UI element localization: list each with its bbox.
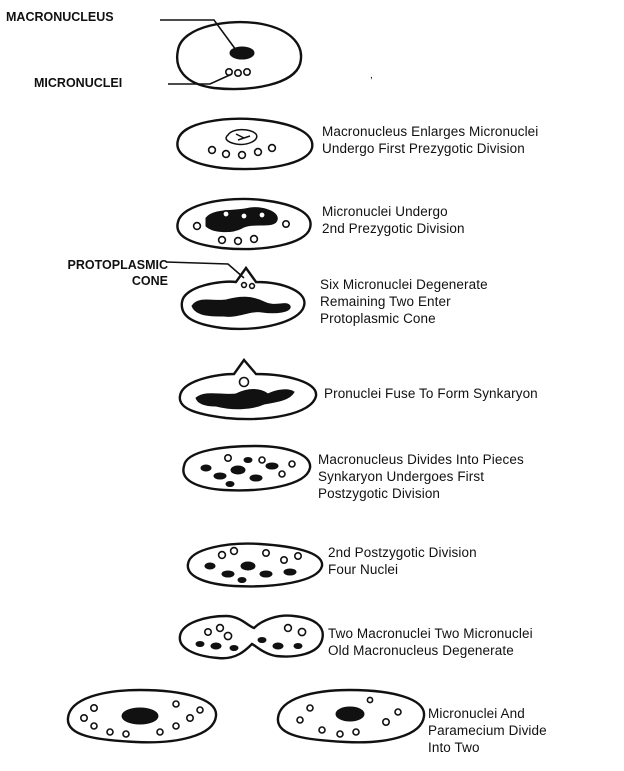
cell-stage-1 bbox=[177, 119, 312, 169]
svg-text:,: , bbox=[370, 70, 373, 81]
micronuclei-label: MICRONUCLEI bbox=[34, 76, 122, 92]
stage-caption: Micronuclei And Paramecium Divide Into T… bbox=[428, 706, 547, 757]
protoplasmic-cone-pointer bbox=[166, 262, 244, 278]
stage-caption: Macronucleus Enlarges Micronuclei Underg… bbox=[322, 124, 538, 158]
cell-resting: , bbox=[160, 20, 373, 89]
stage-caption: Macronucleus Divides Into Pieces Synkary… bbox=[318, 452, 524, 503]
protoplasmic-cone-label: PROTOPLASMIC CONE bbox=[64, 258, 168, 289]
cell-stage-4 bbox=[180, 360, 316, 419]
stage-caption: Six Micronuclei Degenerate Remaining Two… bbox=[320, 277, 488, 328]
stage-caption: Pronuclei Fuse To Form Synkaryon bbox=[324, 386, 538, 403]
daughter-cell-left bbox=[68, 690, 216, 742]
cell-stage-5 bbox=[183, 446, 310, 490]
stage-caption: 2nd Postzygotic Division Four Nuclei bbox=[328, 545, 477, 579]
cell-stage-3 bbox=[166, 262, 304, 329]
macronucleus-label: MACRONUCLEUS bbox=[6, 10, 114, 26]
daughter-cell-right bbox=[278, 690, 424, 742]
stage-caption: Micronuclei Undergo 2nd Prezygotic Divis… bbox=[322, 204, 465, 238]
stage-caption: Two Macronuclei Two Micronuclei Old Macr… bbox=[328, 626, 533, 660]
cell-stage-6 bbox=[188, 544, 322, 587]
cell-stage-2 bbox=[177, 199, 310, 249]
cell-stage-7 bbox=[180, 616, 323, 659]
